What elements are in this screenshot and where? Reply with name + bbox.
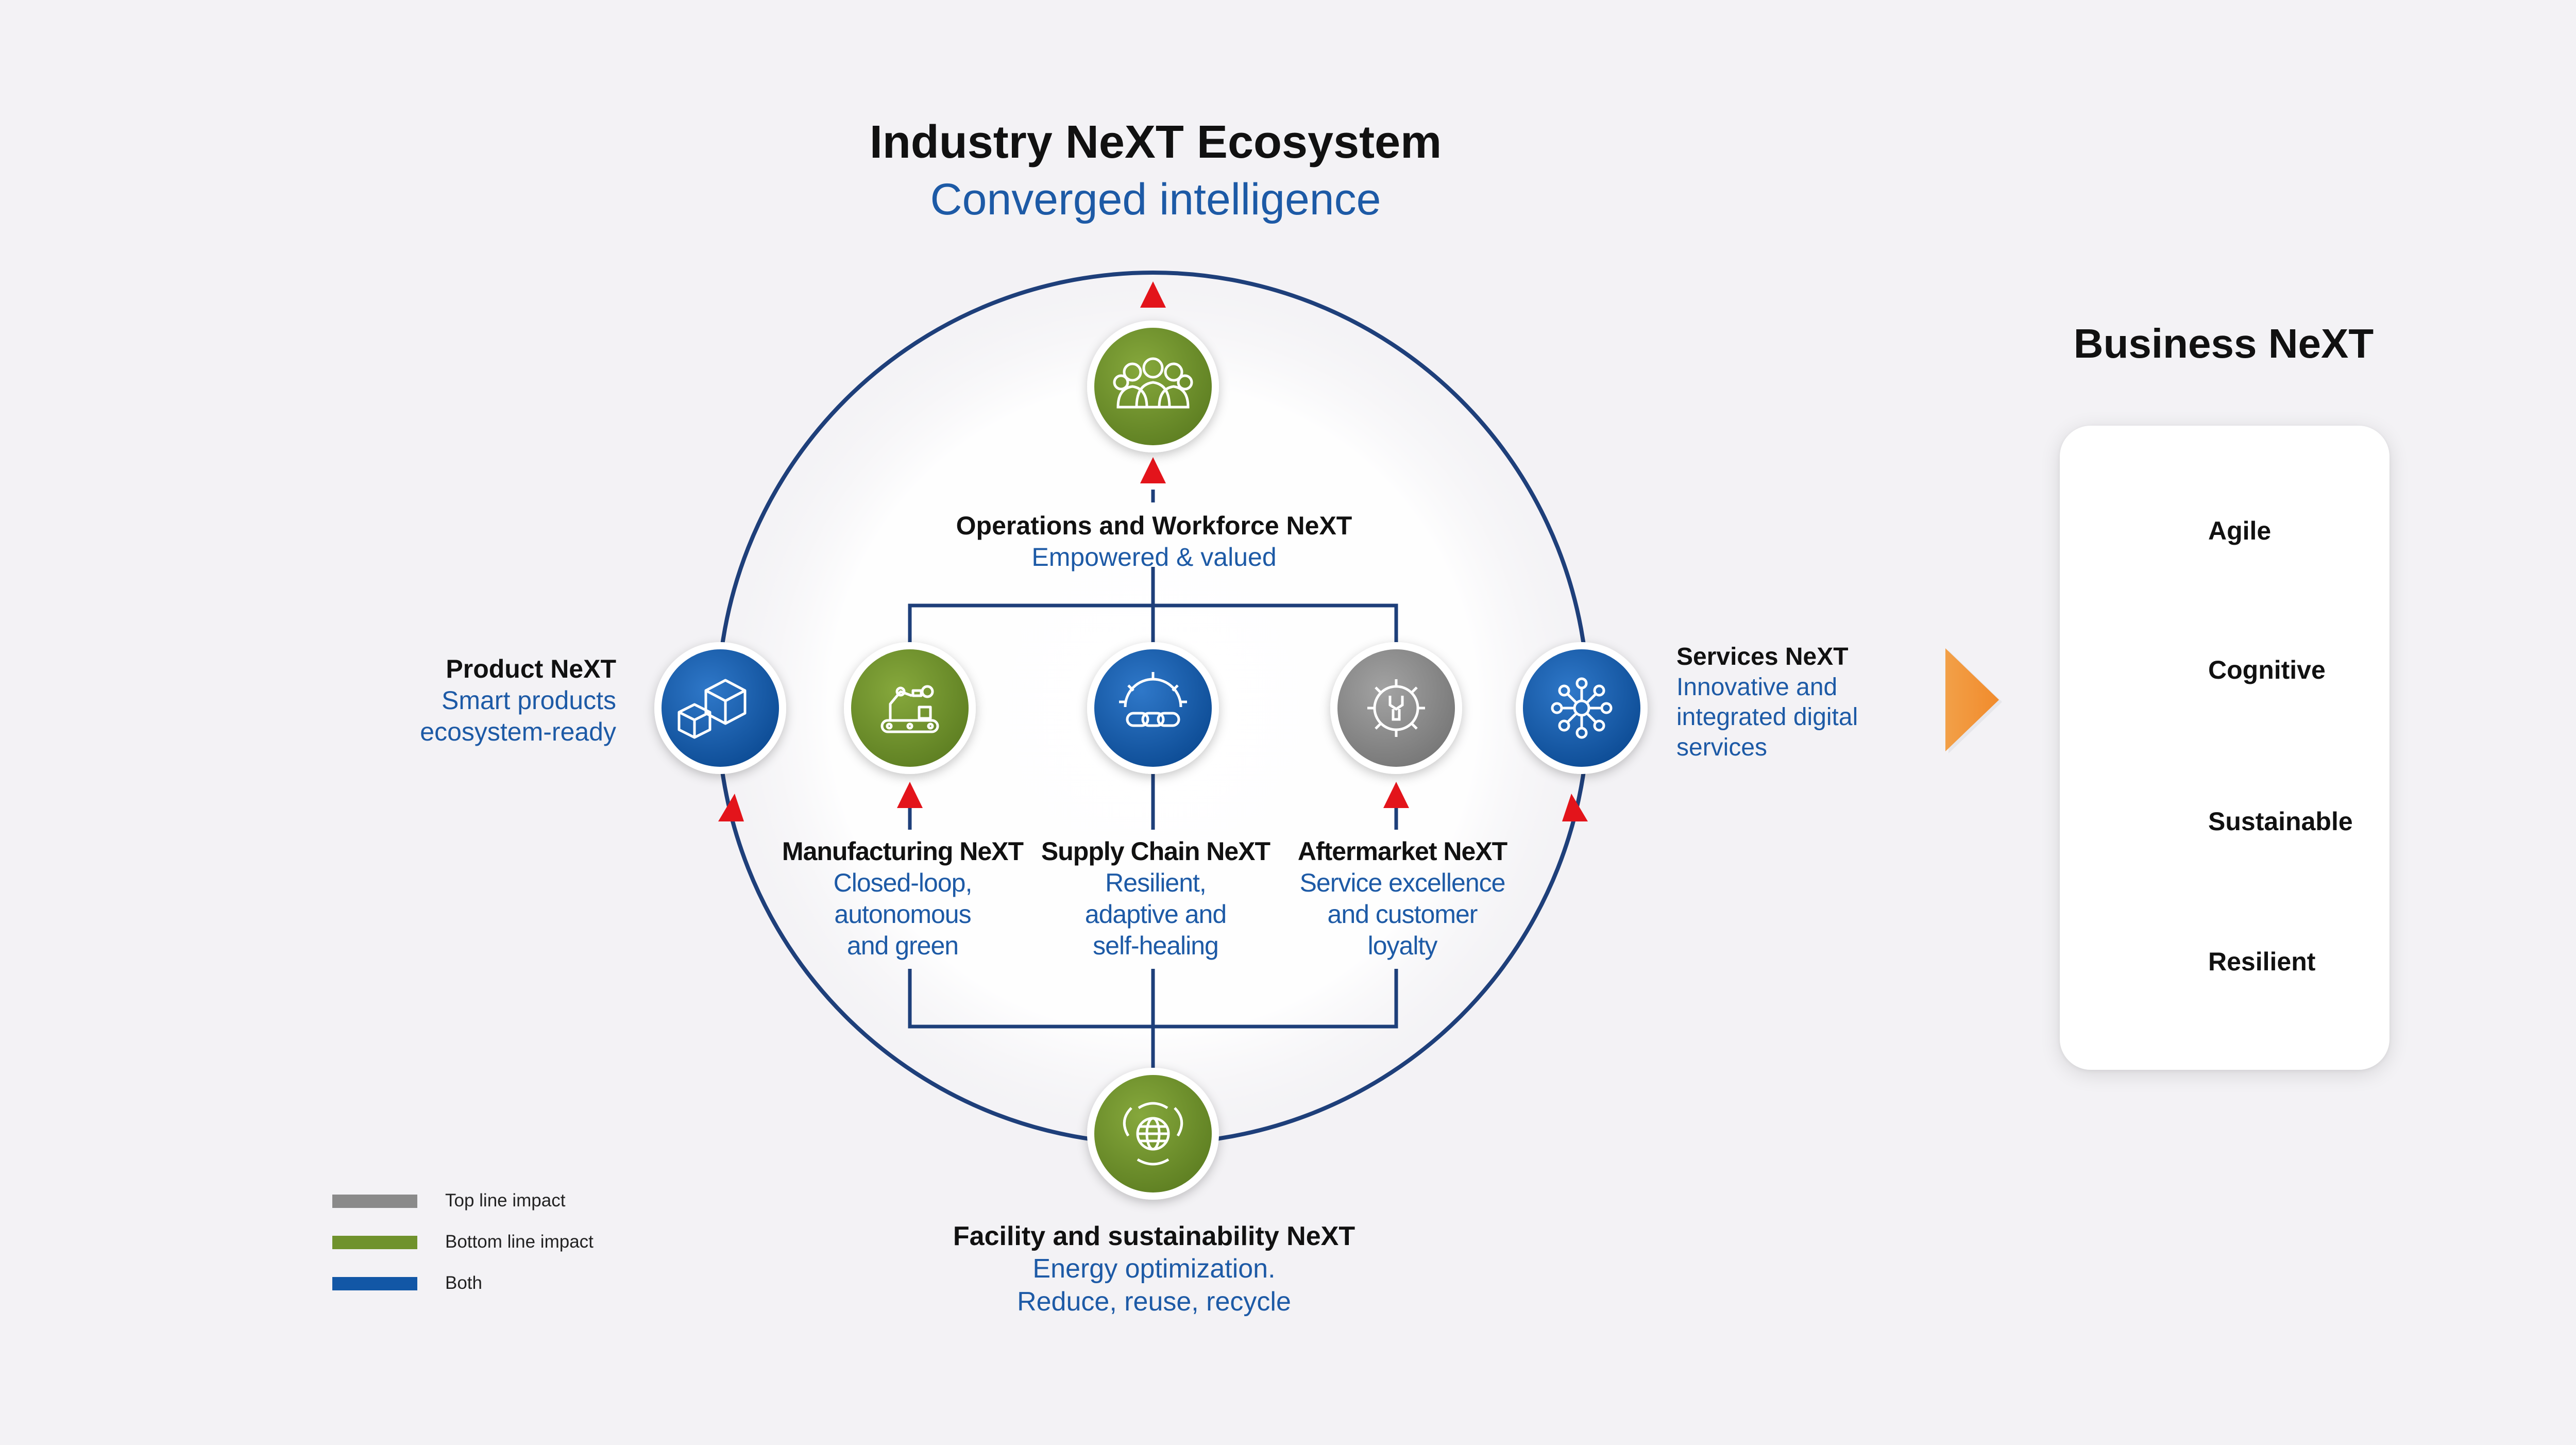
arrow-top xyxy=(1140,281,1166,308)
operations-desc: Empowered & valued xyxy=(1031,543,1277,572)
facility-desc-line1: Energy optimization. xyxy=(1032,1254,1276,1284)
business-item-cognitive: Cognitive xyxy=(2208,656,2326,684)
legend-swatch-bottom-line xyxy=(332,1236,417,1249)
product-title: Product NeXT xyxy=(446,654,616,683)
manufacturing-title: Manufacturing NeXT xyxy=(782,837,1024,866)
gear-wrench-icon xyxy=(1367,679,1425,737)
legend-label-both: Both xyxy=(445,1273,482,1293)
label-aftermarket: Aftermarket NeXT Service excellence and … xyxy=(1298,836,1507,962)
services-desc-line2: integrated digital xyxy=(1676,703,1858,731)
gear-chain-icon xyxy=(1119,672,1187,727)
arrow-left-ring xyxy=(718,794,744,821)
node-product xyxy=(654,642,786,774)
operations-title: Operations and Workforce NeXT xyxy=(956,511,1352,540)
manufacturing-desc-line2: autonomous xyxy=(834,900,971,929)
globe-leaves-icon xyxy=(1123,1102,1183,1166)
label-facility: Facility and sustainability NeXT Energy … xyxy=(953,1220,1355,1318)
legend-label-bottom-line: Bottom line impact xyxy=(445,1232,594,1252)
supply-chain-desc-line2: adaptive and xyxy=(1084,900,1227,929)
legend-swatch-both xyxy=(332,1277,417,1290)
label-supply-chain: Supply Chain NeXT Resilient, adaptive an… xyxy=(1041,836,1270,962)
connector-lines xyxy=(908,490,1398,1068)
services-title: Services NeXT xyxy=(1676,643,1849,670)
legend-label-top-line: Top line impact xyxy=(445,1190,566,1211)
facility-title: Facility and sustainability NeXT xyxy=(953,1221,1355,1251)
manufacturing-desc-line1: Closed-loop, xyxy=(833,868,973,897)
arrow-operations xyxy=(1140,457,1166,483)
business-card xyxy=(2060,426,2389,1070)
node-operations xyxy=(1087,321,1219,452)
services-desc-line1: Innovative and xyxy=(1676,673,1838,701)
node-manufacturing xyxy=(844,642,976,774)
arrow-right-ring xyxy=(1562,794,1588,821)
aftermarket-desc-line1: Service excellence xyxy=(1299,868,1506,897)
page-title: Industry NeXT Ecosystem xyxy=(869,116,1442,168)
node-services xyxy=(1516,642,1648,774)
label-services: Services NeXT Innovative and integrated … xyxy=(1676,642,1858,763)
manufacturing-desc-line3: and green xyxy=(846,931,959,960)
boxes-icon xyxy=(677,679,747,739)
node-aftermarket xyxy=(1330,642,1462,774)
robot-arm-icon xyxy=(880,685,939,733)
business-title: Business NeXT xyxy=(2073,321,2374,366)
business-item-agile: Agile xyxy=(2208,516,2272,545)
label-operations: Operations and Workforce NeXT Empowered … xyxy=(956,510,1352,573)
business-item-resilient: Resilient xyxy=(2208,947,2316,976)
people-group-icon xyxy=(1113,357,1193,409)
aftermarket-desc-line3: loyalty xyxy=(1367,931,1438,960)
product-desc-line1: Smart products xyxy=(441,686,616,715)
business-item-sustainable: Sustainable xyxy=(2208,807,2353,836)
supply-chain-title: Supply Chain NeXT xyxy=(1041,837,1270,866)
arrow-manufacturing xyxy=(897,782,923,808)
supply-chain-desc-line3: self-healing xyxy=(1093,931,1219,960)
node-supply-chain xyxy=(1087,642,1219,774)
legend-swatch-top-line xyxy=(332,1195,417,1208)
facility-desc-line2: Reduce, reuse, recycle xyxy=(1017,1286,1291,1317)
business-pointer xyxy=(1945,648,2002,753)
arrow-aftermarket xyxy=(1383,782,1409,808)
label-manufacturing: Manufacturing NeXT Closed-loop, autonomo… xyxy=(782,836,1024,962)
node-facility xyxy=(1087,1068,1219,1200)
aftermarket-desc-line2: and customer xyxy=(1327,900,1478,929)
flow-arrows xyxy=(718,281,1588,821)
services-desc-line3: services xyxy=(1676,733,1768,761)
label-product: Product NeXT Smart products ecosystem-re… xyxy=(420,653,616,748)
network-hub-icon xyxy=(1551,677,1613,739)
aftermarket-title: Aftermarket NeXT xyxy=(1297,837,1507,866)
product-desc-line2: ecosystem-ready xyxy=(420,717,616,746)
page-subtitle: Converged intelligence xyxy=(930,175,1381,224)
supply-chain-desc-line1: Resilient, xyxy=(1105,868,1207,897)
